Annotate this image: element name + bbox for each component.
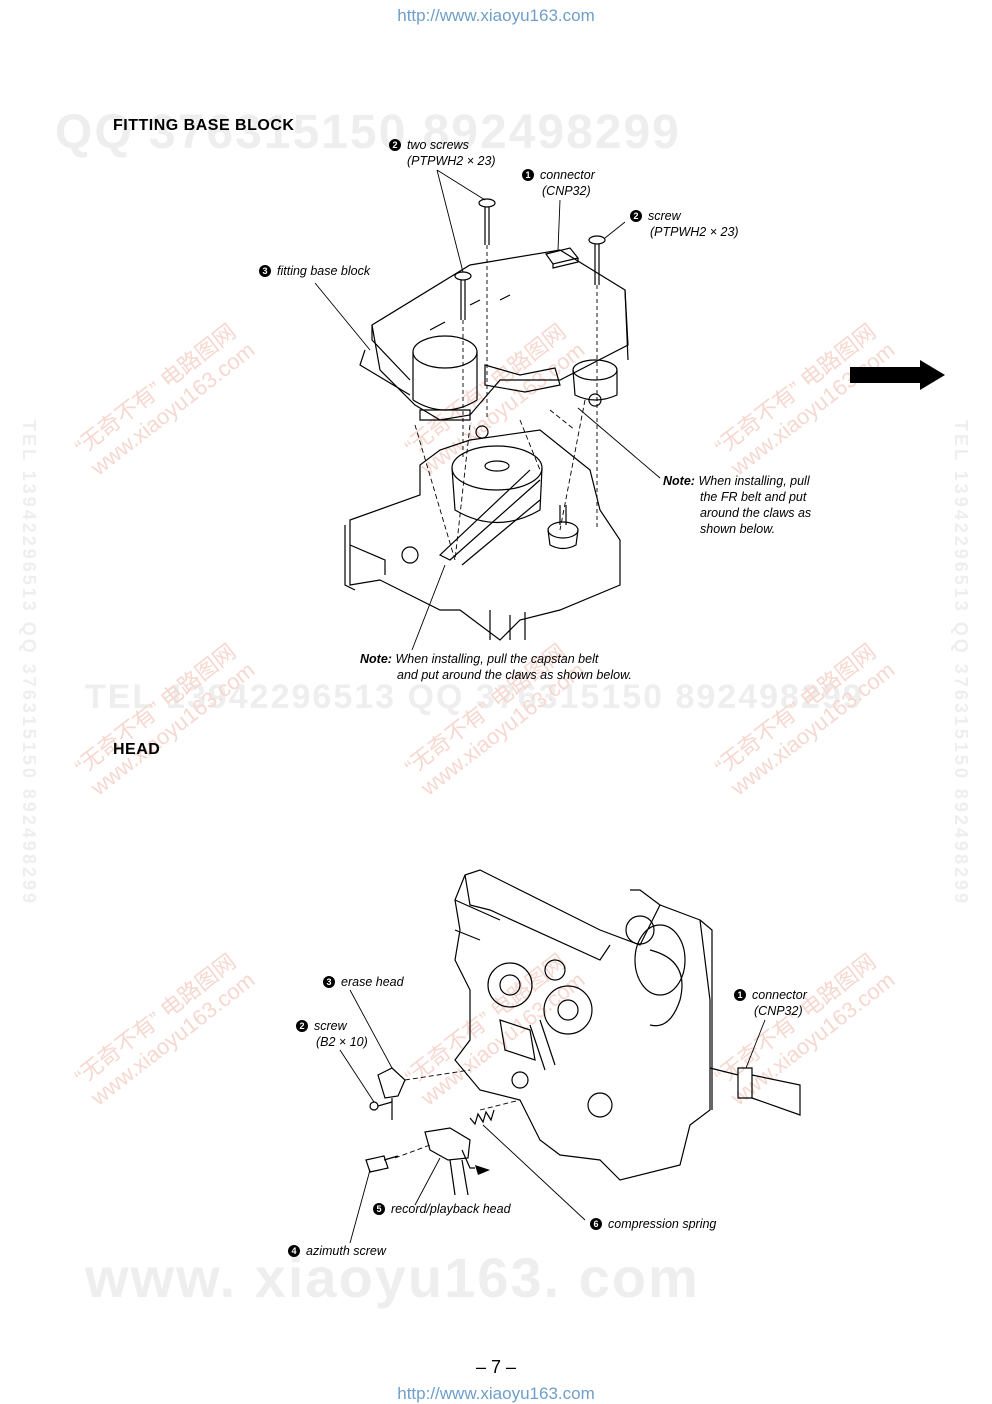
leader-note-bottom bbox=[411, 564, 446, 651]
page-number: – 7 – bbox=[475, 1357, 517, 1377]
callout-number-badge: 2 bbox=[389, 139, 401, 151]
leader-record-head bbox=[414, 1157, 441, 1206]
leader-connector-top bbox=[557, 199, 561, 251]
footer-url[interactable]: http://www.xiaoyu163.com bbox=[397, 1384, 595, 1403]
callout-number-badge: 6 bbox=[590, 1218, 602, 1230]
header-url[interactable]: http://www.xiaoyu163.com bbox=[397, 6, 595, 25]
leader-connector-head bbox=[745, 1019, 766, 1069]
leader-fitting-base bbox=[314, 282, 371, 351]
leader-compression-spring bbox=[482, 1124, 586, 1221]
leader-two-screws-b bbox=[436, 169, 486, 201]
note-fr-belt: Note: When installing, pull the FR belt … bbox=[663, 474, 812, 536]
leader-erase-head bbox=[349, 989, 393, 1069]
callout-number-badge: 2 bbox=[630, 210, 642, 222]
watermark-vertical-right: TEL 13942296513 QQ 376315150 892498299 bbox=[951, 420, 971, 906]
callout-number-badge: 3 bbox=[259, 265, 271, 277]
callout-number-badge: 5 bbox=[373, 1203, 385, 1215]
watermark-vertical-left: TEL 13942296513 QQ 376315150 892498299 bbox=[19, 420, 39, 906]
callout-number-badge: 4 bbox=[288, 1245, 300, 1257]
watermark-tel-mid: TEL 13942296513 QQ 376315150 892498299 bbox=[85, 678, 864, 716]
leader-note-right bbox=[577, 407, 661, 479]
fitting-base-assembly-drawing bbox=[344, 198, 629, 641]
head-assembly-drawing bbox=[365, 869, 801, 1196]
leader-azimuth-screw bbox=[349, 1169, 371, 1244]
section-title-fitting-base-block: FITTING BASE BLOCK bbox=[113, 117, 295, 134]
callout-number-badge: 2 bbox=[296, 1020, 308, 1032]
leader-two-screws-a bbox=[436, 169, 464, 273]
note-capstan-belt: Note: When installing, pull the capstan … bbox=[360, 652, 632, 682]
leader-screw-right bbox=[604, 221, 626, 239]
section-title-head: HEAD bbox=[113, 741, 161, 758]
callout-number-badge: 1 bbox=[734, 989, 746, 1001]
watermark-www-bottom: www. xiaoyu163. com bbox=[85, 1246, 700, 1309]
callout-number-badge: 3 bbox=[323, 976, 335, 988]
arrow-right-icon bbox=[850, 360, 945, 390]
callout-number-badge: 1 bbox=[522, 169, 534, 181]
leader-screw-b2 bbox=[339, 1049, 375, 1103]
watermark-qq-top: QQ 376315150 892498299 bbox=[55, 106, 681, 159]
